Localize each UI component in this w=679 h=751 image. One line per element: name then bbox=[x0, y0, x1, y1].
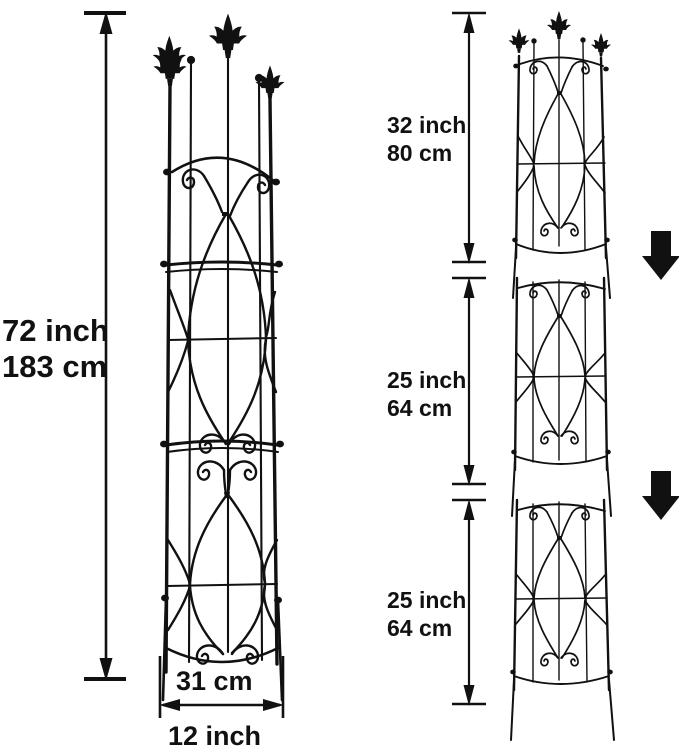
assembled-panel-bottom bbox=[161, 583, 284, 702]
width-dimension bbox=[158, 656, 285, 718]
panel-middle-label-cm: 64 cm bbox=[387, 395, 452, 421]
vertical-posts bbox=[164, 56, 279, 674]
panel-middle-label-inch: 25 inch bbox=[387, 367, 466, 393]
panel-bottom-label-inch: 25 inch bbox=[387, 587, 466, 613]
width-label-inch: 12 inch bbox=[168, 721, 261, 751]
stack-arrow-upper bbox=[642, 231, 679, 280]
panel-top-label-cm: 80 cm bbox=[387, 140, 452, 166]
panel-dimension-middle bbox=[452, 276, 486, 486]
overall-height-dimension bbox=[84, 11, 126, 681]
overall-height-label-inch: 72 inch bbox=[2, 313, 109, 348]
stack-arrow-lower bbox=[642, 471, 679, 520]
assembled-panel-top bbox=[166, 156, 278, 454]
panel-top-label-inch: 32 inch bbox=[387, 112, 466, 138]
panel-bottom-label-cm: 64 cm bbox=[387, 615, 452, 641]
joint-knobs bbox=[160, 168, 284, 604]
panel-joint-rails bbox=[164, 260, 279, 453]
panel-dimension-bottom bbox=[452, 498, 486, 706]
assembled-panel-middle bbox=[166, 460, 279, 587]
assembled-trellis bbox=[152, 13, 285, 702]
overall-height-label-cm: 183 cm bbox=[2, 349, 107, 384]
panel-middle bbox=[511, 276, 612, 517]
width-label-cm: 31 cm bbox=[176, 666, 253, 696]
panel-bottom bbox=[510, 498, 615, 741]
panel-dimension-top bbox=[452, 11, 486, 264]
panel-top bbox=[508, 10, 611, 299]
